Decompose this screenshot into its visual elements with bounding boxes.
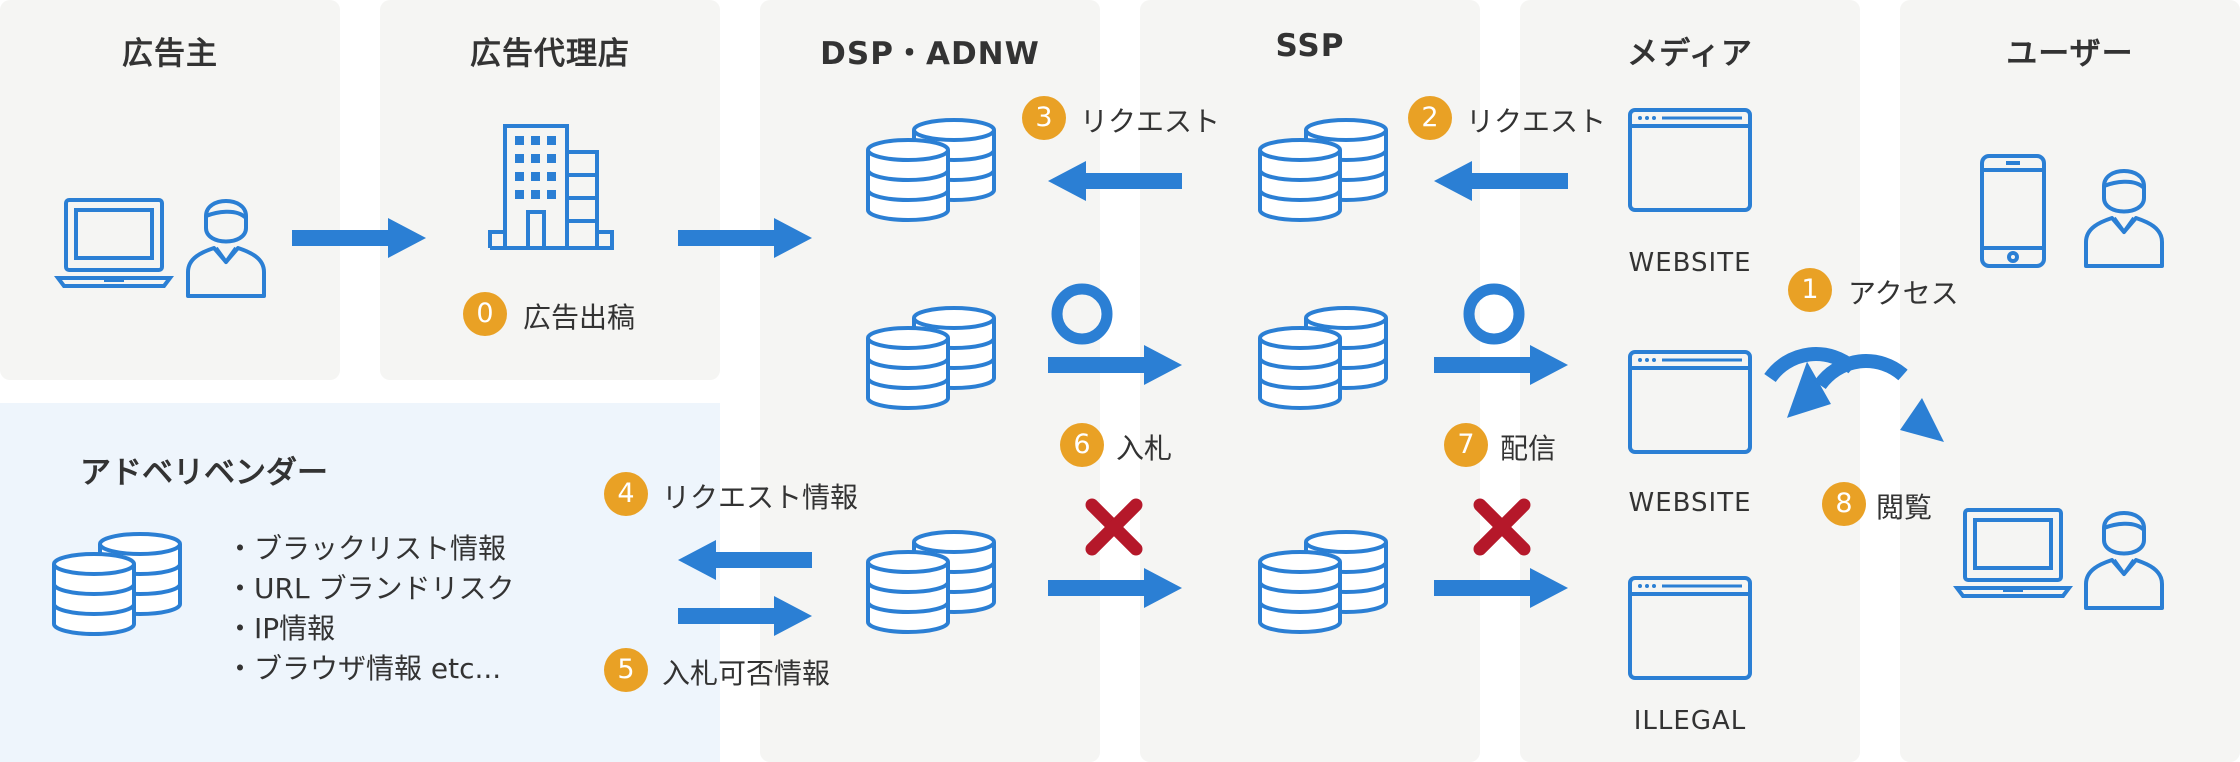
step-5-label: 入札可否情報 <box>662 657 831 690</box>
step-1-badge: 1 <box>1788 268 1832 312</box>
user-person-icon <box>2084 511 2164 610</box>
step-3-label: リクエスト <box>1080 105 1221 138</box>
step-7-badge: 7 <box>1444 423 1488 467</box>
user-panel <box>1900 0 2240 762</box>
advertiser-panel <box>0 0 340 380</box>
dsp-title: DSP・ADNW <box>820 36 1040 72</box>
step-4-label: リクエスト情報 <box>662 481 859 514</box>
website-label: WEBSITE <box>1628 488 1752 518</box>
ok-circle-icon <box>1051 283 1113 345</box>
illegal-site-label: ILLEGAL <box>1633 706 1747 736</box>
step-4-badge: 4 <box>604 472 648 516</box>
browser-window-icon <box>1628 576 1752 680</box>
database-icon <box>866 530 996 634</box>
refresh-cycle-icon <box>1764 347 1944 442</box>
laptop-icon <box>1955 508 2071 598</box>
vendor-info-item: ・URL ブランドリスク <box>226 572 515 605</box>
step-6-badge: 6 <box>1060 423 1104 467</box>
arrow-right-icon <box>678 596 812 636</box>
user-person-icon <box>2084 169 2164 268</box>
step-3-badge: 3 <box>1022 96 1066 140</box>
arrow-right-icon <box>678 218 812 258</box>
database-icon <box>1258 306 1388 410</box>
step-0-label: 広告出稿 <box>523 301 636 334</box>
vendor-info-item: ・ブラウザ情報 etc... <box>226 652 502 685</box>
media-title: メディア <box>1627 36 1753 72</box>
step-6-label: 入札 <box>1116 432 1173 465</box>
arrow-right-icon <box>1048 345 1182 385</box>
user-title: ユーザー <box>2006 36 2134 72</box>
arrow-right-icon <box>1434 345 1568 385</box>
database-icon <box>866 306 996 410</box>
vendor-info-item: ・ブラックリスト情報 <box>226 532 507 565</box>
arrow-left-icon <box>1434 161 1568 201</box>
vendor-info-item: ・IP情報 <box>226 612 336 645</box>
browser-window-icon <box>1628 108 1752 212</box>
step-0-badge: 0 <box>463 292 507 336</box>
arrow-right-icon <box>1048 568 1182 608</box>
arrow-left-icon <box>678 540 812 580</box>
advertiser-title: 広告主 <box>122 36 218 72</box>
browser-window-icon <box>1628 350 1752 454</box>
advertiser-person-icon <box>186 199 266 298</box>
step-8-badge: 8 <box>1822 482 1866 526</box>
office-building-icon <box>488 124 614 250</box>
step-5-badge: 5 <box>604 648 648 692</box>
database-icon <box>866 118 996 222</box>
smartphone-icon <box>1980 154 2046 268</box>
cross-icon <box>1480 505 1524 549</box>
database-icon <box>52 532 182 636</box>
ok-circle-icon <box>1463 283 1525 345</box>
step-2-label: リクエスト <box>1466 105 1607 138</box>
cross-icon <box>1092 505 1136 549</box>
agency-title: 広告代理店 <box>470 36 630 72</box>
arrow-right-icon <box>292 218 426 258</box>
step-1-label: アクセス <box>1848 277 1959 310</box>
vendor-title: アドベリベンダー <box>80 455 328 491</box>
ssp-title: SSP <box>1275 28 1345 64</box>
step-2-badge: 2 <box>1408 96 1452 140</box>
arrow-left-icon <box>1048 161 1182 201</box>
step-7-label: 配信 <box>1500 432 1557 465</box>
laptop-icon <box>56 198 172 288</box>
step-8-label: 閲覧 <box>1876 491 1933 524</box>
database-icon <box>1258 530 1388 634</box>
website-label: WEBSITE <box>1628 248 1752 278</box>
arrow-right-icon <box>1434 568 1568 608</box>
database-icon <box>1258 118 1388 222</box>
